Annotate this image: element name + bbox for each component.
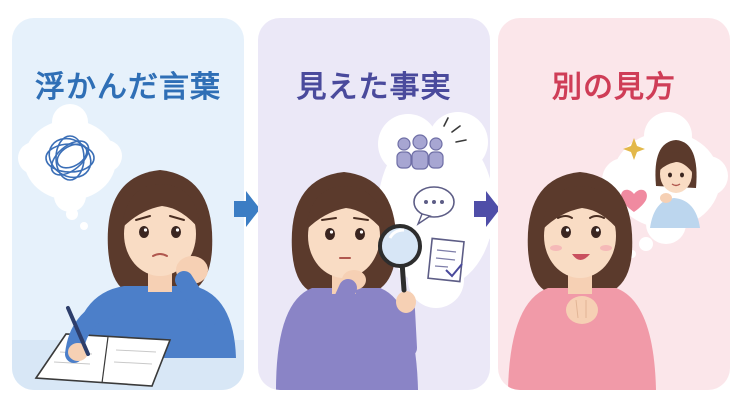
magnifying-glass-icon [378, 224, 422, 293]
pink-sweater [508, 288, 656, 390]
face [544, 194, 616, 278]
panel-title-thoughts: 浮かんだ言葉 [35, 70, 221, 105]
panel-title-facts: 見えた事実 [296, 70, 452, 105]
document-icon [427, 237, 465, 283]
speech-bubble-icon [413, 186, 455, 226]
panel-facts: 見えた事実 [258, 18, 490, 390]
panel-title-another-view: 別の見方 [552, 70, 676, 105]
arrow-right-icon [234, 191, 260, 227]
group-people-icon [396, 134, 444, 170]
heart-icon [621, 189, 647, 212]
tangled-scribble-icon [45, 135, 95, 181]
pen-icon [66, 306, 90, 356]
sparkle-icon [623, 138, 645, 160]
arrow-right-icon [474, 191, 500, 227]
face [308, 194, 380, 278]
face [124, 192, 196, 276]
reflecting-person-icon [650, 140, 700, 228]
worried-writing-illustration [12, 104, 244, 390]
panel-another-view: 別の見方 [498, 18, 730, 390]
clasped-hands [566, 296, 598, 324]
purple-sweater [276, 288, 418, 390]
hopeful-illustration [508, 112, 728, 390]
thought-cloud [18, 104, 122, 230]
panel-thoughts: 浮かんだ言葉 [12, 18, 244, 390]
investigating-illustration [276, 112, 490, 390]
